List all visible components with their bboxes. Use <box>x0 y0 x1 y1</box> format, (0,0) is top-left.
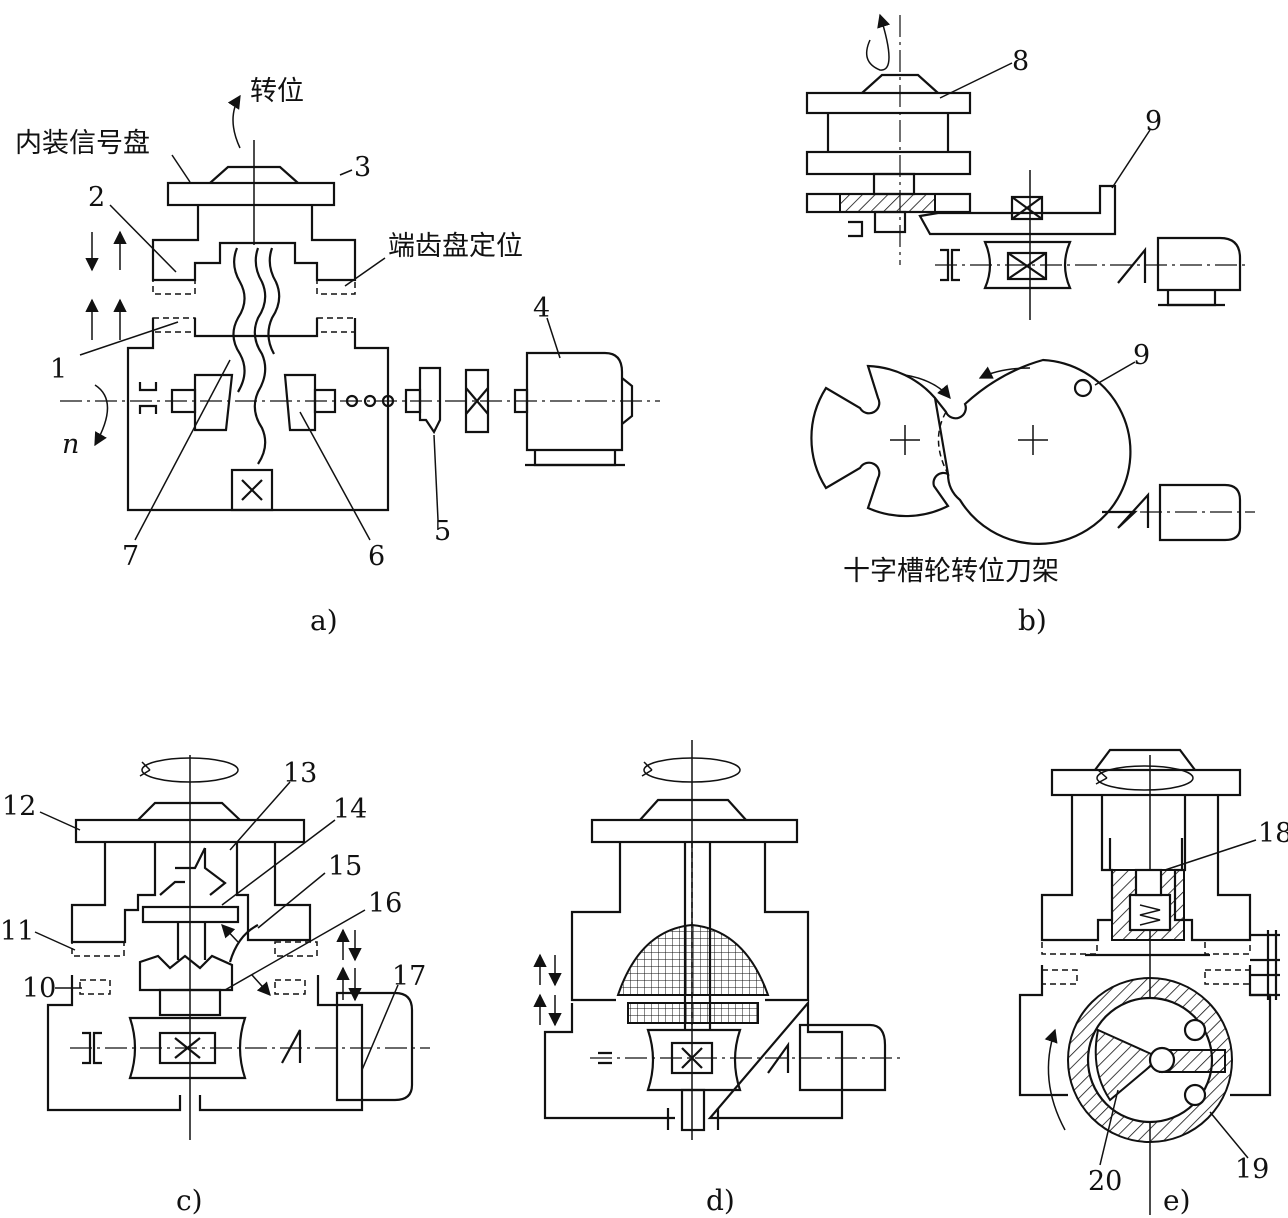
worm-wheel-6 <box>283 373 317 432</box>
callout-19: 19 <box>1235 1154 1269 1185</box>
callout-7: 7 <box>122 541 139 572</box>
piston-16 <box>138 954 234 992</box>
panel-b-geneva-turret: 8 9 9 十字槽轮转位刀架 b) <box>805 13 1255 637</box>
lever-9 <box>918 184 1117 236</box>
label-duanchipan-dingwei: 端齿盘定位 <box>388 231 523 262</box>
callout-11: 11 <box>0 916 34 947</box>
caption-a: a) <box>310 604 338 637</box>
geneva-wheel <box>810 364 950 518</box>
label-zhuanwei: 转位 <box>250 76 304 107</box>
rotation-arrow-icon <box>227 94 241 149</box>
drive-wheel <box>934 358 1132 545</box>
label-geneva-title: 十字槽轮转位刀架 <box>843 556 1059 587</box>
panel-c-hydraulic-turret: 12 13 14 15 16 17 11 10 c) <box>0 755 430 1217</box>
callout-2: 2 <box>88 182 105 213</box>
cone-seat <box>616 923 770 996</box>
top-plate-12 <box>74 818 306 844</box>
motor-4 <box>525 351 624 452</box>
callout-12: 12 <box>2 791 36 822</box>
callout-3: 3 <box>354 152 371 183</box>
callout-14: 14 <box>333 794 367 825</box>
callout-10: 10 <box>22 973 56 1004</box>
callout-9-top: 9 <box>1145 106 1162 137</box>
motor-17 <box>335 991 414 1102</box>
callout-17: 17 <box>392 961 426 992</box>
callout-13: 13 <box>283 758 317 789</box>
callout-9-bottom: 9 <box>1133 340 1150 371</box>
top-plate-8 <box>805 91 972 115</box>
caption-d: d) <box>706 1184 735 1217</box>
callout-6: 6 <box>368 541 385 572</box>
upper-body <box>151 205 357 282</box>
top-plate-d <box>590 818 799 844</box>
callout-8: 8 <box>1012 46 1029 77</box>
label-neizhuang-xinhaopan: 内装信号盘 <box>15 128 150 159</box>
callout-16: 16 <box>368 888 402 919</box>
callout-18: 18 <box>1258 818 1288 849</box>
callout-1: 1 <box>50 354 67 385</box>
panel-a-electric-turret: 转位 内装信号盘 端齿盘定位 n 3 2 1 4 7 6 5 a) <box>15 76 660 637</box>
worm-7 <box>193 373 234 432</box>
cam-20 <box>1094 1028 1162 1102</box>
caption-e: e) <box>1163 1184 1191 1217</box>
callout-4: 4 <box>533 293 550 324</box>
rotation-arrow-icon <box>865 13 891 71</box>
top-plate-e <box>1050 768 1242 797</box>
rotation-n-arrow-icon <box>94 384 109 447</box>
panel-d-cone-turret: d) <box>533 740 905 1217</box>
callout-20: 20 <box>1088 1166 1122 1197</box>
callout-5: 5 <box>434 516 451 547</box>
callout-15: 15 <box>328 851 362 882</box>
panel-e-cam-turret: 18 20 19 e) <box>1018 748 1288 1217</box>
caption-b: b) <box>1018 604 1047 637</box>
pin-9 <box>1073 378 1093 398</box>
label-n: n <box>62 429 79 460</box>
top-plate-3 <box>166 181 336 207</box>
coupling-5 <box>418 366 442 435</box>
caption-c: c) <box>176 1184 203 1217</box>
plate-14 <box>141 905 240 924</box>
